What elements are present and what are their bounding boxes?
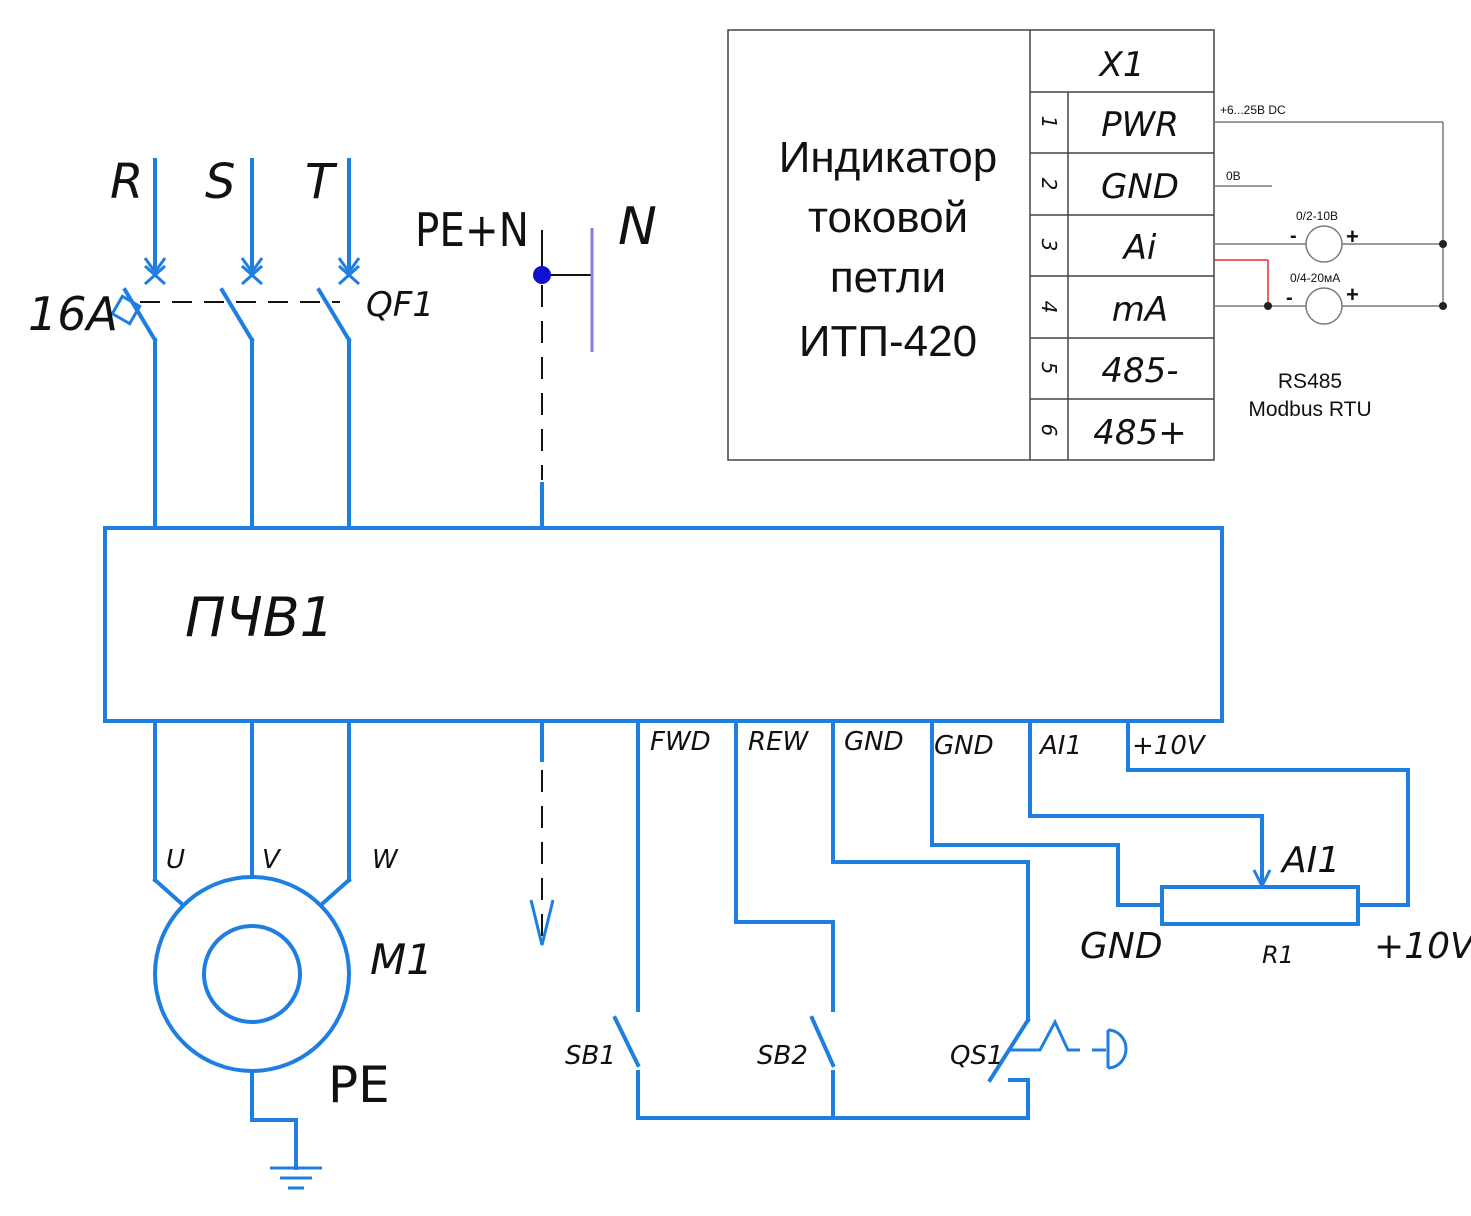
pin-num-3: 3	[1037, 239, 1061, 252]
indicator-title-3: петли	[830, 253, 946, 302]
breaker-rating: 16A	[28, 287, 118, 341]
pin-num-6: 6	[1037, 424, 1061, 437]
pe-out-arrow	[529, 899, 555, 946]
pin-num-1: 1	[1037, 116, 1061, 129]
pin-name-2: GND	[1101, 167, 1179, 207]
pe-output	[529, 719, 555, 946]
thermal-element	[110, 294, 142, 326]
qs1-actuator	[1010, 1018, 1080, 1052]
indicator-frame	[727, 29, 1215, 461]
pe-n-label: PE+N	[415, 203, 529, 257]
pe-n-node	[533, 266, 551, 284]
current-source-label: 0/4-20мА	[1290, 271, 1340, 285]
term-10v: +10V	[1132, 731, 1207, 761]
pin-name-3: Ai	[1122, 228, 1157, 268]
pin-name-5: 485-	[1101, 351, 1178, 391]
indicator-title-4: ИТП-420	[799, 317, 977, 366]
indicator-title-2: токовой	[808, 193, 968, 242]
indicator-itp420	[727, 29, 1215, 461]
connector-x1: X1	[1098, 45, 1145, 85]
phase-t-label: T	[305, 154, 338, 210]
qs1-blade	[987, 1017, 1031, 1083]
current-minus: -	[1286, 287, 1293, 309]
sb1-blade	[612, 1015, 641, 1068]
phase-r-arrow	[143, 257, 167, 275]
bus-label-2: Modbus RTU	[1248, 398, 1371, 421]
motor-v-label: V	[262, 845, 282, 875]
supply-lines	[143, 158, 361, 275]
motor-w-label: W	[372, 845, 399, 875]
motor-outer-ring	[153, 875, 351, 1073]
node-red	[1264, 302, 1272, 310]
motor-name: M1	[370, 935, 433, 984]
pin-num-5: 5	[1037, 362, 1061, 375]
current-plus: +	[1346, 282, 1359, 307]
phase-r-label: R	[110, 154, 143, 210]
voltage-minus: -	[1290, 225, 1297, 247]
sb1-label: SB1	[565, 1041, 616, 1071]
blade-r	[122, 287, 158, 343]
wire-w-bend	[319, 877, 352, 907]
motor-inner-ring	[202, 924, 302, 1024]
sb2-label: SB2	[757, 1041, 808, 1071]
term-fwd: FWD	[650, 727, 711, 757]
voltage-source-label: 0/2-10В	[1296, 209, 1338, 223]
r1-body	[1160, 885, 1360, 926]
neutral-label: N	[618, 197, 657, 257]
sb2-blade	[809, 1015, 836, 1068]
voltage-plus: +	[1346, 224, 1359, 249]
pin-name-1: PWR	[1101, 105, 1179, 145]
blade-s	[219, 287, 255, 343]
pin-num-4: 4	[1037, 301, 1061, 314]
phase-s-label: S	[205, 154, 235, 210]
current-source-icon	[1305, 287, 1343, 325]
term-rew: REW	[748, 727, 809, 757]
ground-icon	[270, 1166, 322, 1190]
qs1-button-icon	[1106, 1028, 1128, 1070]
pwr-note: +6...25В DC	[1220, 103, 1286, 117]
r1-right-label: +10V	[1374, 926, 1471, 967]
phase-t-arrow	[337, 257, 361, 275]
qs1-label: QS1	[950, 1041, 1004, 1071]
analog-sources: - + - +	[1214, 121, 1447, 325]
control-wiring	[612, 719, 1410, 1120]
blade-t	[316, 287, 352, 343]
breaker-name: QF1	[366, 285, 434, 325]
contact-mark-r	[143, 264, 167, 286]
term-gnd-1: GND	[844, 727, 904, 757]
contact-mark-s	[240, 264, 264, 286]
voltage-source-icon	[1305, 225, 1343, 263]
drive-block	[103, 526, 1224, 723]
phase-s-arrow	[240, 257, 264, 275]
term-gnd-2: GND	[934, 731, 994, 761]
pin-name-6: 485+	[1093, 413, 1186, 453]
r1-wiper-label: AI1	[1280, 840, 1340, 881]
bus-label-1: RS485	[1278, 370, 1342, 393]
drive-name: ПЧВ1	[185, 586, 334, 649]
wire-u-bend	[152, 877, 185, 907]
indicator-title-1: Индикатор	[779, 133, 998, 182]
node-ma	[1439, 302, 1447, 310]
pin-name-4: mA	[1112, 290, 1168, 330]
motor-pe-label: PE	[328, 1056, 390, 1114]
pin-num-2: 2	[1037, 178, 1061, 191]
motor-u-label: U	[166, 845, 185, 875]
term-ai1: AI1	[1038, 731, 1082, 761]
breaker-qf1	[110, 264, 361, 530]
pe-n-branch	[533, 228, 594, 530]
contact-mark-t	[337, 264, 361, 286]
r1-name: R1	[1262, 941, 1294, 969]
node-ai	[1439, 240, 1447, 248]
gnd-note: 0В	[1226, 169, 1241, 183]
r1-left-label: GND	[1080, 926, 1163, 967]
motor-m1	[152, 719, 352, 1190]
